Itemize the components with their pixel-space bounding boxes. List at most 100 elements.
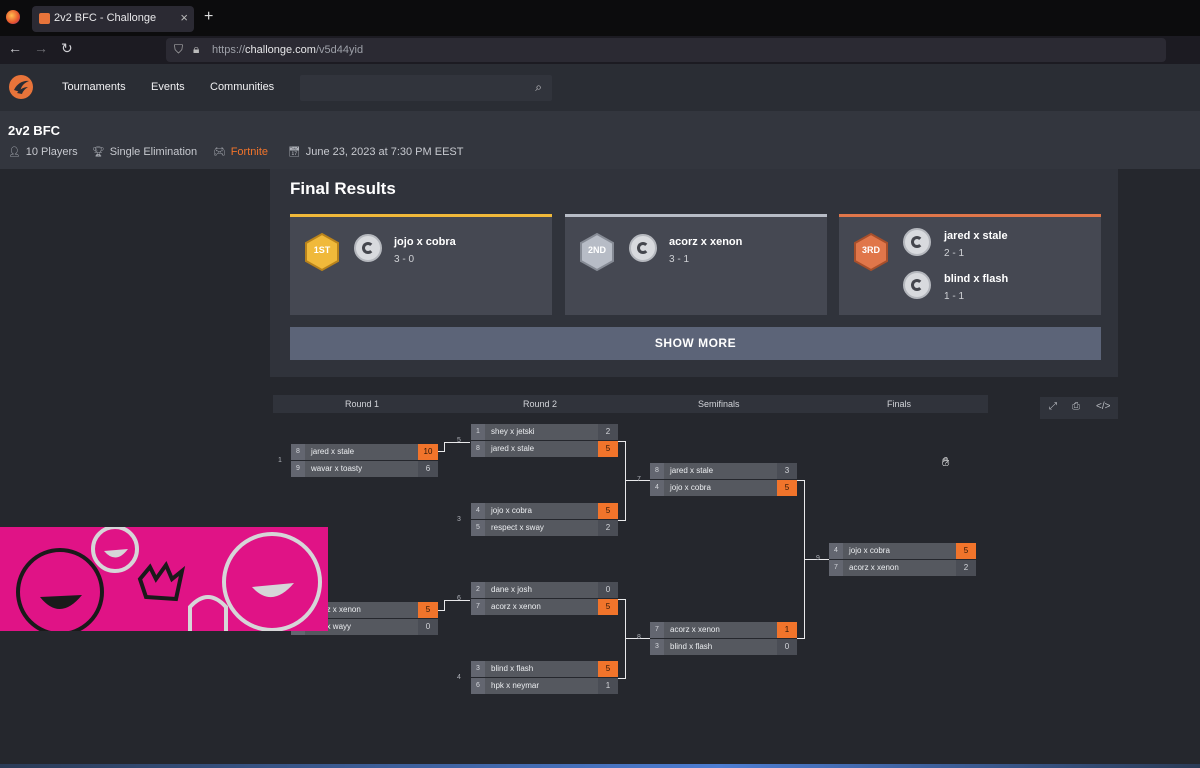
team-name[interactable]: acorz x xenon	[843, 560, 956, 576]
back-icon[interactable]: ←	[8, 40, 22, 56]
team-name[interactable]: blind x flash	[944, 273, 1009, 285]
match-number: 1	[278, 457, 282, 464]
round-2-label: Round 2	[523, 399, 558, 409]
url-text[interactable]: https://challonge.com/v5d44yid	[212, 44, 364, 56]
calendar-icon: 📅︎	[288, 147, 301, 158]
print-icon[interactable]: ⎙	[1072, 401, 1080, 412]
match-number: 7	[637, 476, 641, 483]
team-record: 3 - 1	[669, 254, 690, 265]
nav-communities[interactable]: Communities	[210, 81, 275, 93]
team-name[interactable]: hpk x neymar	[485, 678, 598, 694]
score: 0	[777, 639, 797, 655]
browser-tab[interactable]: 2v2 BFC - Challonge ×	[32, 6, 194, 32]
score: 2	[598, 520, 618, 536]
search-input[interactable]: ⌕	[300, 75, 552, 101]
game-link[interactable]: 🎮︎Fortnite	[213, 146, 268, 158]
tab-title: 2v2 BFC - Challonge	[54, 12, 157, 24]
shield-icon[interactable]: ⛉	[174, 42, 184, 56]
match-number: 5	[457, 437, 461, 444]
score: 5	[418, 602, 438, 618]
team-name[interactable]: jared x stale	[305, 444, 418, 460]
score: 6	[418, 461, 438, 477]
team-name[interactable]: dane x josh	[485, 582, 598, 598]
nav-tournaments[interactable]: Tournaments	[62, 81, 126, 93]
reload-icon[interactable]: ↻	[61, 40, 73, 56]
team-name[interactable]: ttan x wayy	[305, 619, 418, 635]
new-tab-icon[interactable]: +	[204, 8, 214, 25]
team-name[interactable]: shey x jetski	[485, 424, 598, 440]
team-name[interactable]: acorz x xenon	[669, 236, 743, 248]
team-name[interactable]: acorz x xenon	[305, 602, 418, 618]
cartoon-faces-illustration	[16, 527, 322, 631]
bronze-medal-icon	[854, 232, 888, 272]
match-number: 9	[816, 555, 820, 562]
team-name[interactable]: jojo x cobra	[664, 480, 777, 496]
connector-line	[625, 441, 626, 521]
seed: 2	[471, 582, 485, 598]
team-name[interactable]: blind x flash	[485, 661, 598, 677]
embed-code-icon[interactable]: </>	[1096, 401, 1111, 412]
address-bar[interactable]: ⛉ 🔒︎ https://challonge.com/v5d44yid	[166, 38, 1166, 62]
connector-line	[438, 610, 444, 611]
challonge-logo-icon[interactable]	[8, 74, 34, 100]
team-name[interactable]: jared x stale	[485, 441, 598, 457]
nav-events[interactable]: Events	[151, 81, 185, 93]
score: 5	[598, 599, 618, 615]
team-record: 2 - 1	[944, 248, 965, 259]
team-name[interactable]: jared x stale	[664, 463, 777, 479]
site-header: Tournaments Events Communities ⌕	[0, 64, 1200, 111]
browser-tab-bar: 2v2 BFC - Challonge × +	[0, 0, 1200, 36]
round-1-label: Round 1	[345, 399, 380, 409]
team-name[interactable]: wavar x toasty	[305, 461, 418, 477]
team-name[interactable]: jojo x cobra	[843, 543, 956, 559]
close-tab-icon[interactable]: ×	[180, 10, 188, 25]
team-name[interactable]: respect x sway	[485, 520, 598, 536]
silver-accent-bar	[565, 214, 827, 217]
score: 0	[418, 619, 438, 635]
forward-icon[interactable]: →	[34, 40, 48, 56]
team-name[interactable]: acorz x xenon	[485, 599, 598, 615]
seed: 3	[650, 639, 664, 655]
fullscreen-icon[interactable]: ⤢	[1049, 401, 1057, 412]
firefox-icon[interactable]	[6, 10, 20, 24]
lock-icon[interactable]: 🔒︎	[193, 42, 200, 56]
connector-line	[444, 600, 445, 611]
team-name[interactable]: jojo x cobra	[485, 503, 598, 519]
seed: 8	[471, 441, 485, 457]
trophy-icon: 🏆︎	[92, 147, 105, 158]
match-number: 8	[637, 634, 641, 641]
team-name[interactable]: jojo x cobra	[394, 236, 456, 248]
team-name[interactable]: acorz x xenon	[664, 622, 777, 638]
third-place-card: 3RD jared x stale 2 - 1 blind x flash 1 …	[839, 214, 1101, 315]
browser-nav-bar: ← → ↻ ⛉ 🔒︎ https://challonge.com/v5d44yi…	[0, 36, 1200, 64]
score: 5	[598, 503, 618, 519]
team-name[interactable]: jared x stale	[944, 230, 1008, 242]
connector-line	[618, 441, 625, 442]
search-icon[interactable]: ⌕	[535, 80, 542, 94]
match-number: 3	[457, 516, 461, 523]
tournament-info: 2v2 BFC 👤︎10 Players 🏆︎Single Eliminatio…	[0, 111, 1200, 169]
connector-line	[797, 480, 804, 481]
hand-cursor-icon: ✋︎	[942, 454, 950, 469]
score: 1	[598, 678, 618, 694]
show-more-button[interactable]: SHOW MORE	[290, 327, 1101, 360]
connector-line	[618, 520, 625, 521]
team-avatar-icon	[354, 234, 382, 262]
team-name[interactable]: blind x flash	[664, 639, 777, 655]
match-number: 4	[457, 674, 461, 681]
